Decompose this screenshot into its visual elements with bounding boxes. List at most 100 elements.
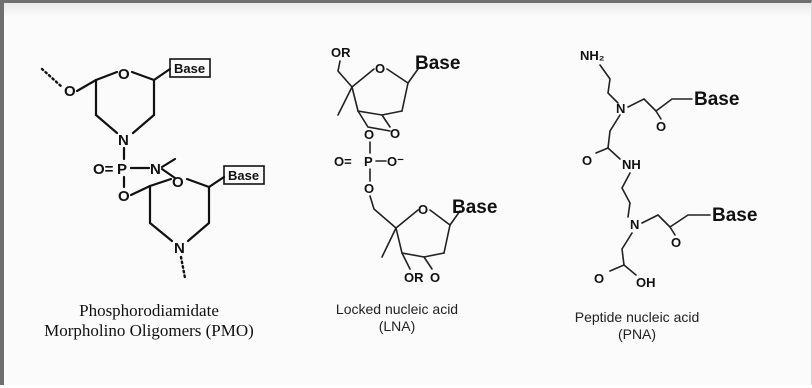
pmo-phosphorus: P bbox=[117, 161, 127, 178]
pmo-o-linker: O bbox=[118, 188, 130, 205]
pna-nitrogen-bottom: N bbox=[630, 217, 639, 232]
pmo-base-bond bbox=[152, 67, 172, 82]
pmo-ring2-bond bbox=[148, 221, 174, 243]
pna-structure: NH₂ N O Base O NH N O Base bbox=[580, 48, 757, 290]
pna-carboxy-bond bbox=[621, 232, 633, 266]
pmo-ring1-bond bbox=[94, 113, 119, 135]
lna-caption-line2: (LNA) bbox=[378, 317, 416, 334]
lna-bridge-bond bbox=[337, 86, 353, 116]
lna-ring2-bond bbox=[429, 209, 451, 226]
lna-ring2-bond bbox=[395, 209, 419, 229]
lna-bridge-oxygen-top: O bbox=[390, 126, 400, 141]
pmo-ring1-oxygen: O bbox=[118, 66, 130, 83]
pmo-chain-terminus-top bbox=[40, 67, 64, 89]
pmo-caption-line2: Morpholino Oligomers (PMO) bbox=[44, 321, 254, 341]
pna-carbonyl-bond bbox=[655, 110, 662, 120]
pna-amide-nh: NH bbox=[622, 157, 641, 172]
pmo-bond bbox=[75, 78, 98, 93]
pna-nh2: NH₂ bbox=[580, 48, 605, 63]
pna-backbone-bond bbox=[607, 147, 621, 160]
lna-caption-line1: Locked nucleic acid bbox=[335, 301, 459, 317]
pna-acyl-bond bbox=[669, 214, 711, 228]
pmo-base-box-top bbox=[169, 58, 211, 78]
pmo-ring2-oxygen: O bbox=[172, 174, 184, 191]
lna-bridge-bond bbox=[401, 252, 411, 270]
pna-backbone-bond bbox=[607, 114, 621, 149]
lna-ch2-bond-top bbox=[337, 60, 353, 88]
lna-or-bottom: OR bbox=[404, 270, 424, 285]
pmo-ring2-bond bbox=[185, 177, 211, 189]
lna-ring1-bond bbox=[381, 110, 403, 116]
lna-structure: OR O O Base O O= P O⁻ O bbox=[331, 45, 497, 285]
structures-diagram: O O N Base O= P N O O bbox=[40, 45, 757, 290]
pna-acyl-bond bbox=[655, 98, 693, 112]
pmo-ring2-nitrogen: N bbox=[174, 240, 185, 257]
lna-ring1-bond bbox=[386, 68, 409, 84]
pmo-base-box-bottom bbox=[223, 165, 265, 185]
lna-ring1-bond bbox=[351, 68, 375, 88]
pna-caption: Peptide nucleic acid (PNA) bbox=[552, 309, 722, 343]
pna-carboxy-bond bbox=[609, 264, 625, 272]
pna-carbonyl-bond bbox=[595, 147, 609, 154]
lna-ring1-bond bbox=[401, 82, 409, 112]
pna-caption-line1: Peptide nucleic acid bbox=[574, 309, 700, 325]
lna-double-bond-oxygen: O= bbox=[334, 154, 352, 169]
pna-nitrogen-top: N bbox=[616, 101, 625, 116]
lna-ring2-bond bbox=[423, 252, 445, 258]
pmo-base-label-top: Base bbox=[174, 61, 205, 76]
pmo-structure: O O N Base O= P N O O bbox=[40, 58, 265, 280]
lna-base-bond bbox=[407, 68, 419, 84]
pmo-caption: Phosphorodiamidate Morpholino Oligomers … bbox=[44, 301, 254, 342]
pna-carboxy-bond bbox=[623, 264, 637, 276]
lna-ring2-bond bbox=[395, 227, 425, 258]
lna-ring2-bond bbox=[443, 224, 451, 254]
lna-ring2-oxygen: O bbox=[418, 202, 428, 217]
lna-ch2-bond-bottom bbox=[369, 195, 397, 229]
pmo-dimethyl-bonds bbox=[160, 157, 177, 180]
pmo-ring1-bond bbox=[94, 70, 119, 82]
lna-bridge-bond bbox=[381, 114, 391, 128]
lna-phosphorus: P bbox=[364, 154, 373, 169]
lna-bridge-bond bbox=[423, 256, 433, 270]
lna-ring1-oxygen: O bbox=[375, 61, 385, 76]
pna-acyl-bond bbox=[641, 214, 671, 228]
lna-bridge-bond bbox=[357, 110, 391, 132]
pna-carbonyl-o-top: O bbox=[656, 119, 666, 134]
pna-carboxyl-o: O bbox=[594, 271, 604, 286]
pna-carbonyl-bond bbox=[669, 226, 676, 236]
pna-carbonyl-o-mid: O bbox=[582, 153, 592, 168]
pmo-ring1-nitrogen: N bbox=[118, 132, 129, 149]
pna-caption-line2: (PNA) bbox=[617, 325, 657, 342]
pmo-caption-line1: Phosphorodiamidate bbox=[79, 301, 219, 320]
pmo-o-terminal: O bbox=[64, 83, 76, 100]
lna-o-5prime: O bbox=[364, 181, 374, 196]
lna-o-minus: O⁻ bbox=[387, 154, 404, 169]
pna-base-label-bottom: Base bbox=[712, 205, 757, 226]
lna-bridge-oxygen-bottom: O bbox=[430, 270, 440, 285]
pna-bond bbox=[599, 64, 619, 104]
pna-backbone-bond bbox=[621, 172, 631, 218]
lna-caption: Locked nucleic acid (LNA) bbox=[322, 301, 472, 335]
pna-base-label-top: Base bbox=[694, 89, 739, 110]
pmo-dimethylamino-n: N bbox=[150, 161, 161, 178]
pmo-base-label-bottom: Base bbox=[228, 168, 259, 183]
pmo-base-bond bbox=[207, 175, 226, 189]
lna-o-3prime: O bbox=[364, 127, 374, 142]
pmo-ring1-bond bbox=[131, 113, 156, 135]
pmo-ring1-bond bbox=[130, 70, 156, 82]
lna-or-top: OR bbox=[331, 45, 351, 60]
lna-base-bond bbox=[449, 210, 461, 226]
pmo-bond bbox=[129, 184, 152, 197]
pmo-ring2-bond bbox=[186, 221, 211, 243]
pna-carbonyl-o-bottom: O bbox=[671, 235, 681, 250]
lna-base-label-top: Base bbox=[415, 53, 460, 74]
pmo-double-bond-oxygen: O= bbox=[93, 161, 114, 178]
pna-carboxyl-oh: OH bbox=[636, 275, 656, 290]
lna-base-label-bottom: Base bbox=[452, 197, 497, 218]
lna-bridge-bond bbox=[381, 227, 397, 258]
pmo-chain-terminus-bottom bbox=[179, 255, 187, 280]
pmo-ring2-bond bbox=[148, 177, 173, 188]
pna-acyl-bond bbox=[627, 98, 657, 112]
lna-ring1-bond bbox=[351, 86, 383, 116]
